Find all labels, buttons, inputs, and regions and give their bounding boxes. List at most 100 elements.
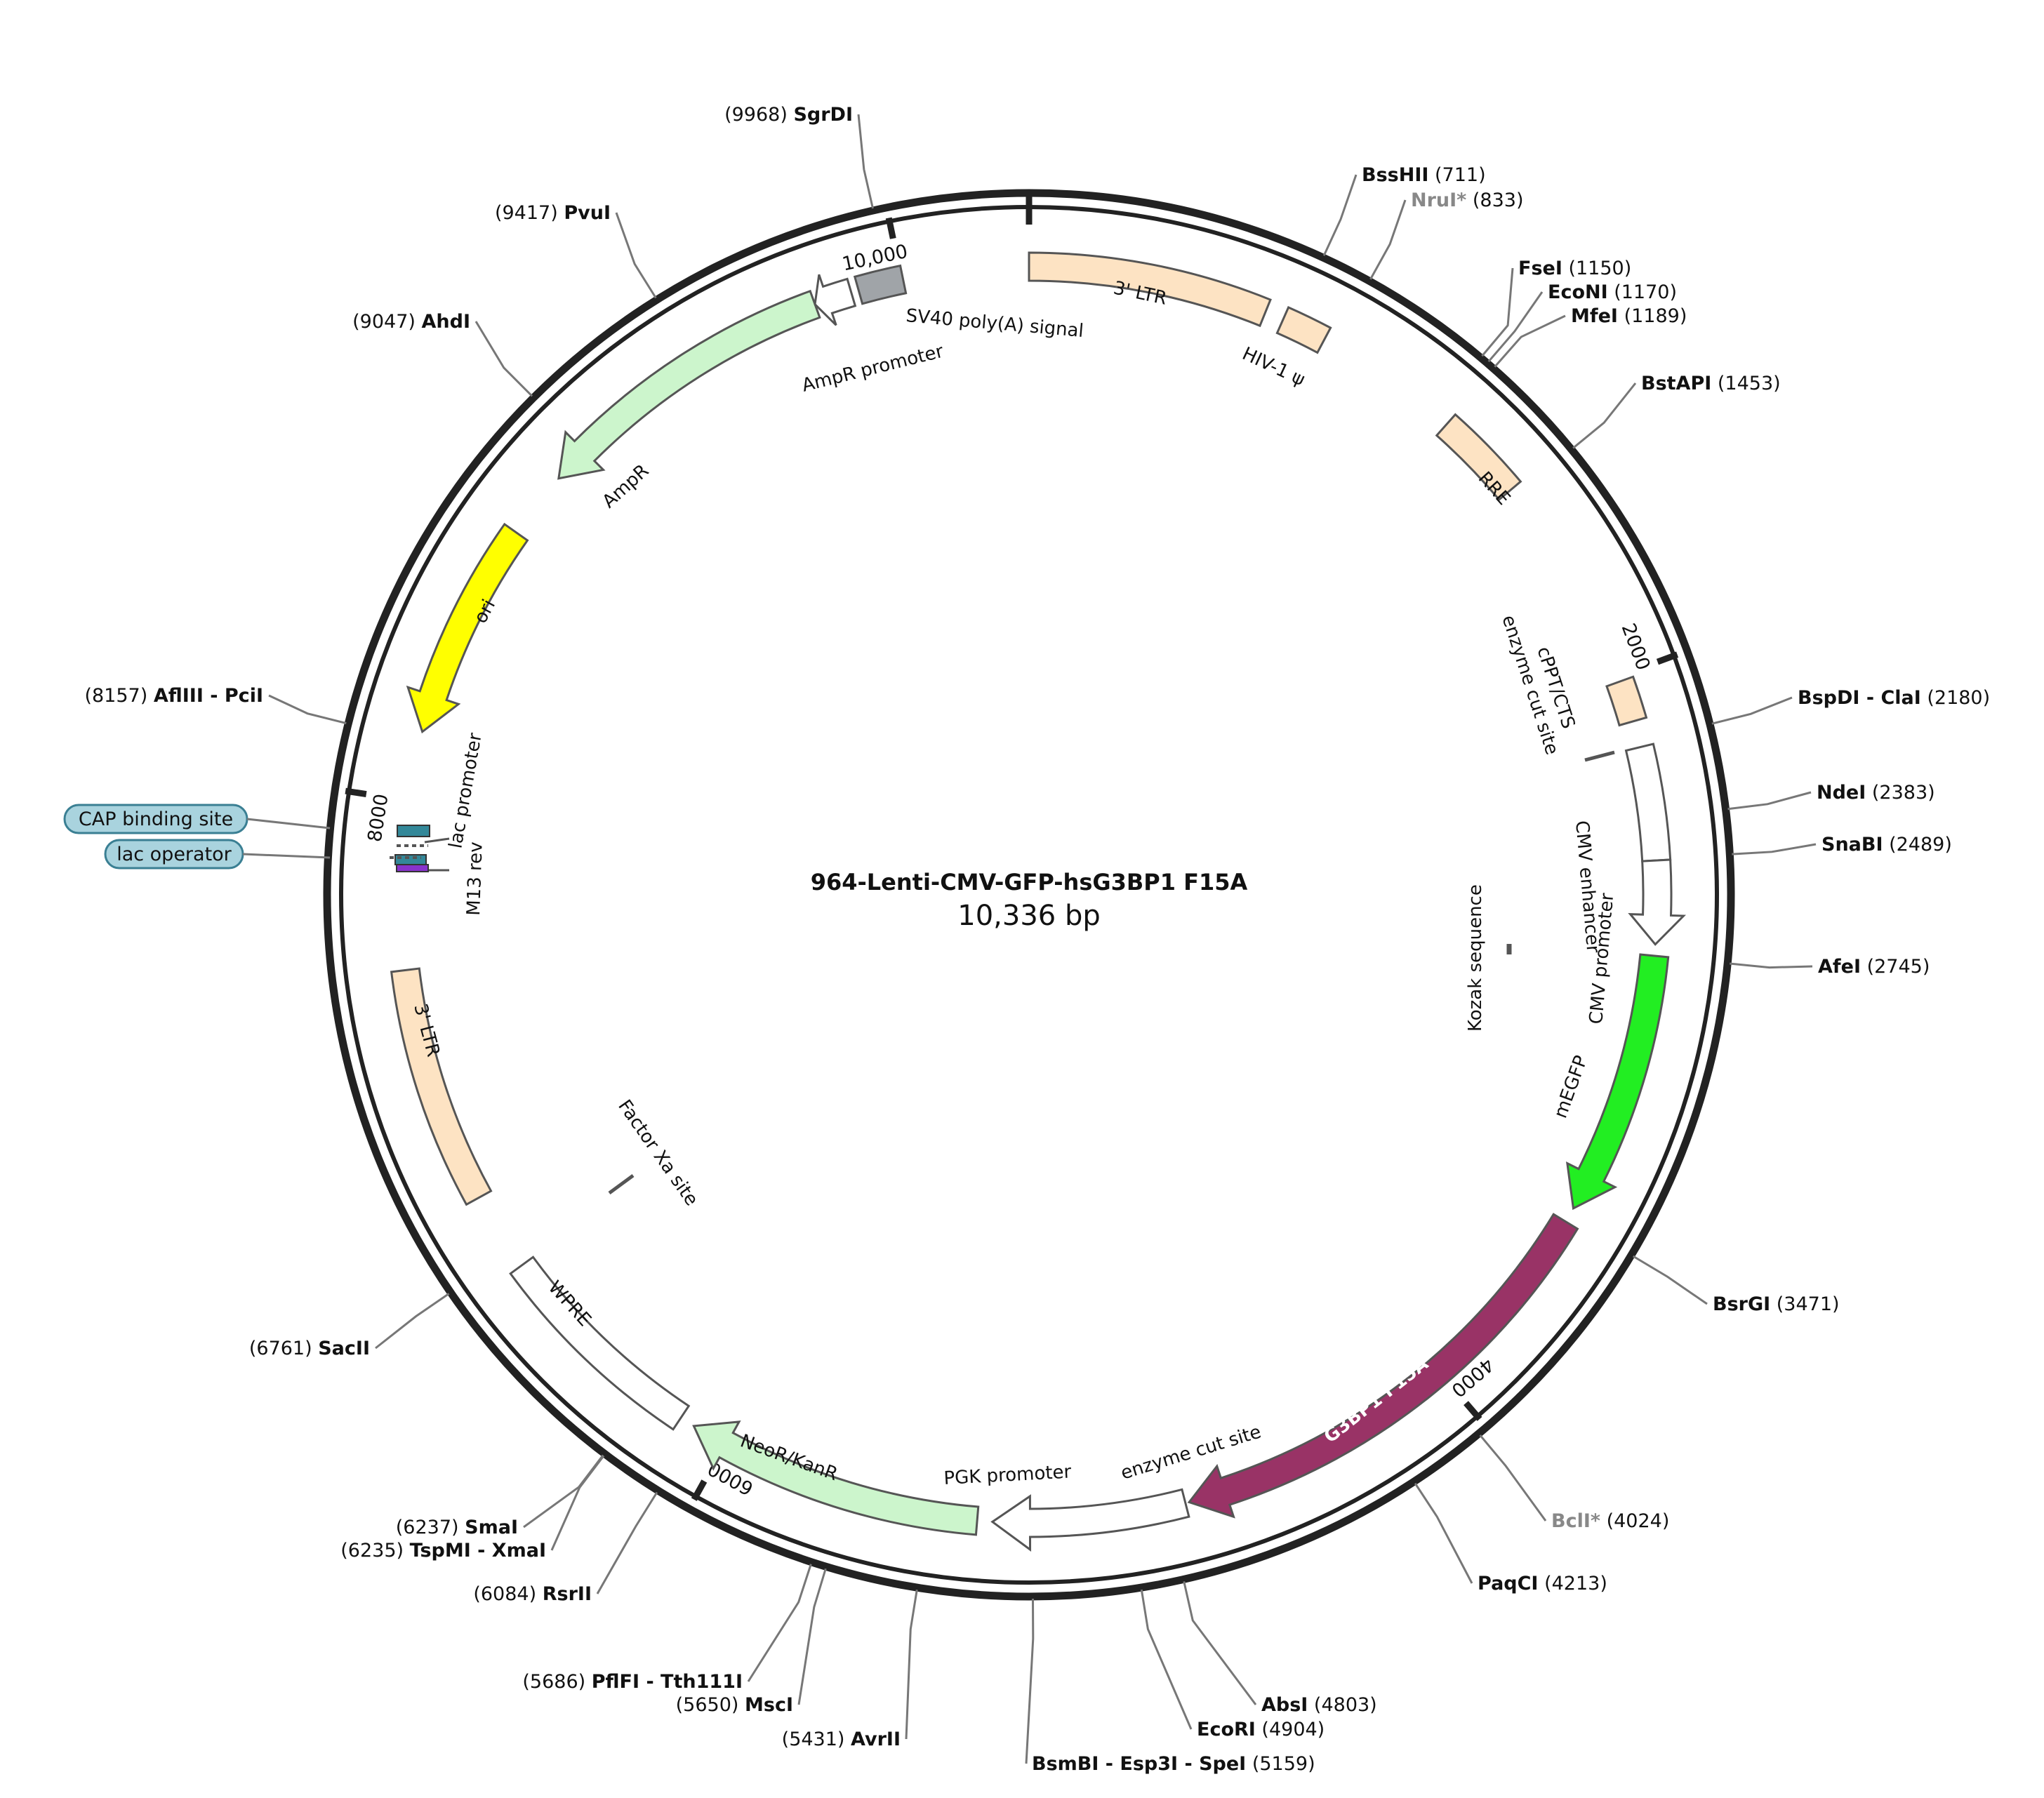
enzyme-leader-bcli-	[1479, 1434, 1547, 1521]
enzyme-leader-rsrii	[596, 1491, 658, 1594]
enzyme-label-bsmbi-esp3i-spei: BsmBI - Esp3I - SpeI (5159)	[1032, 1753, 1315, 1775]
enzyme-leader-absi	[1183, 1581, 1257, 1705]
tick-4000	[1464, 1401, 1482, 1421]
tick-6000	[691, 1479, 708, 1501]
feature-ampr	[557, 289, 821, 480]
label-sv40-polya: SV40 poly(A) signal	[905, 305, 1084, 342]
m13-rev-mark	[396, 864, 429, 872]
label-lac-promoter: lac promoter	[445, 731, 486, 850]
tick-8000	[345, 787, 367, 798]
feature-3-ltr	[1028, 251, 1272, 328]
plasmid-length: 10,336 bp	[957, 900, 1100, 932]
enzyme-leader-sgrdi	[857, 114, 874, 209]
enzyme-label-msci: (5650) MscI	[676, 1694, 793, 1716]
feature-rre	[1435, 413, 1522, 502]
enzyme-leader-bstapi	[1572, 382, 1637, 449]
enzyme-leader-avrii	[905, 1589, 918, 1740]
feature-ori	[406, 522, 529, 734]
enzyme-label-mfei: MfeI (1189)	[1571, 305, 1687, 327]
enzyme-leader-bsmbi-esp3i-spei	[1025, 1598, 1035, 1764]
enzyme-label-bsshii: BssHII (711)	[1362, 164, 1486, 186]
enzyme-label-ahdi: (9047) AhdI	[352, 311, 470, 333]
cap-binding-site-mark	[397, 825, 430, 837]
feature-cmv-promoter	[1628, 858, 1687, 946]
enzyme-leader-afliii-pcii	[268, 694, 347, 725]
enzyme-label-smai: (6237) SmaI	[396, 1517, 518, 1538]
enzyme-label-pflfi-tth111i: (5686) PflFI - Tth111I	[522, 1671, 743, 1693]
enzyme-leader-lines	[268, 114, 1817, 1764]
enzyme-label-bstapi: BstAPI (1453)	[1641, 373, 1781, 394]
feature-pgk-promoter	[990, 1488, 1190, 1552]
enzyme-label-tspmi-xmai: (6235) TspMI - XmaI	[340, 1540, 546, 1561]
enzyme-label-sacii: (6761) SacII	[249, 1338, 370, 1359]
enzyme-label-bsrgi: BsrGI (3471)	[1713, 1293, 1840, 1315]
enzyme-label-afliii-pcii: (8157) AflIII - PciI	[84, 685, 263, 707]
tick-10000	[885, 217, 896, 239]
enzyme-label-fsei: FseI (1150)	[1518, 258, 1631, 279]
enzyme-label-afei: AfeI (2745)	[1818, 956, 1930, 978]
enzyme-leader-bspdi-clai	[1711, 696, 1793, 725]
enzyme-leader-pvui	[615, 212, 657, 299]
feature-sv40-poly-a-signal	[853, 264, 908, 305]
enzyme-label-sgrdi: (9968) SgrDI	[724, 104, 853, 126]
feature-neor-kanr	[692, 1420, 980, 1536]
feature-hiv-1-	[1275, 305, 1332, 354]
enzyme-label-nrui-: NruI* (833)	[1411, 189, 1524, 211]
enzyme-leader-sacii	[375, 1293, 450, 1350]
lac-promoter-leader	[424, 837, 450, 844]
label-ampr-promoter: AmpR promoter	[799, 341, 945, 397]
enzyme-leader-snabi	[1732, 843, 1817, 855]
enzyme-leader-smai	[523, 1454, 604, 1529]
label-pgk-promoter: PGK promoter	[943, 1462, 1072, 1489]
enzyme-label-rsrii: (6084) RsrII	[473, 1583, 592, 1605]
pill-lac-text: lac operator	[117, 844, 232, 865]
enzyme-leader-tspmi-xmai	[550, 1455, 605, 1551]
enzyme-leader-fsei	[1481, 267, 1514, 357]
enzyme-leader-pflfi-tth111i	[747, 1564, 812, 1682]
label-hiv1-psi: HIV-1 ψ	[1239, 343, 1308, 390]
feature-arcs	[390, 251, 1687, 1552]
label-ampr: AmpR	[599, 460, 653, 512]
enzyme-leader-ahdi	[474, 321, 533, 397]
enzyme-leader-mfei	[1494, 314, 1566, 368]
feature-megfp	[1565, 953, 1670, 1211]
enzyme-label-snabi: SnaBI (2489)	[1821, 834, 1952, 855]
enzyme-label-absi: AbsI (4803)	[1261, 1694, 1377, 1716]
enzyme-leader-afei	[1730, 962, 1813, 969]
enzyme-leader-nrui-	[1369, 199, 1407, 280]
enzyme-label-paqci: PaqCI (4213)	[1478, 1573, 1607, 1594]
label-megfp: mEGFP	[1550, 1053, 1592, 1121]
feature-ampr-promoter	[814, 274, 857, 326]
enzyme-leader-bsshii	[1322, 174, 1358, 256]
label-m13-rev: M13 rev	[463, 841, 487, 916]
feature-3-ltr	[390, 967, 493, 1206]
pill-cap-text: CAP binding site	[79, 808, 233, 830]
tick-label-2000: 2000	[1617, 620, 1654, 673]
pill-lac-operator: lac operator	[104, 839, 331, 870]
enzyme-leader-econi	[1487, 291, 1544, 363]
factor-xa-mark	[608, 1173, 635, 1195]
enzyme-label-ecori: EcoRI (4904)	[1197, 1719, 1325, 1740]
tick-2000	[1656, 651, 1679, 665]
label-factor-xa-site: Factor Xa site	[613, 1096, 702, 1210]
enzyme-label-bcli-: BclI* (4024)	[1551, 1510, 1669, 1532]
enzyme-label-econi: EcoNI (1170)	[1548, 281, 1677, 303]
feature-cmv-enhancer	[1624, 742, 1672, 863]
enzyme-labels: (9968) SgrDI (9417) PvuI (9047) AhdI (8157)…	[84, 104, 1990, 1775]
feature-g3bp1-f15a	[1187, 1213, 1579, 1519]
enzyme-label-ndei: NdeI (2383)	[1817, 782, 1935, 804]
enzyme-leader-msci	[797, 1568, 827, 1705]
enzyme-leader-bsrgi	[1632, 1255, 1708, 1305]
feature-cppt-cts	[1605, 675, 1648, 727]
enzyme-leader-ndei	[1727, 791, 1812, 811]
enzyme-leader-ecori	[1140, 1589, 1193, 1730]
plasmid-name: 964-Lenti-CMV-GFP-hsG3BP1 F15A	[811, 869, 1248, 895]
pill-cap-binding-site: CAP binding site	[63, 804, 331, 834]
enzyme-label-avrii: (5431) AvrII	[782, 1729, 901, 1750]
enzyme-cut-site-mark-1	[1584, 750, 1615, 762]
feature-wpre	[509, 1256, 691, 1431]
enzyme-label-pvui: (9417) PvuI	[495, 202, 611, 224]
enzyme-leader-paqci	[1414, 1482, 1473, 1584]
enzyme-label-bspdi-clai: BspDI - ClaI (2180)	[1798, 687, 1990, 709]
